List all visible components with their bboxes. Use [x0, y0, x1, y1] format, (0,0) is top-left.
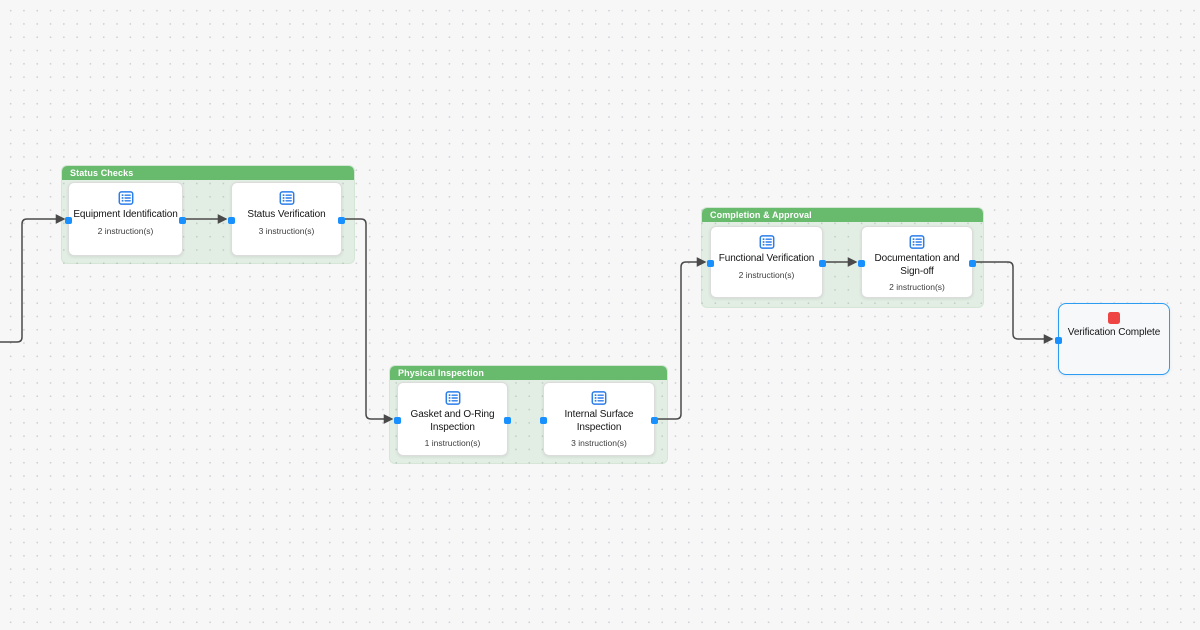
group-header[interactable]: Physical Inspection: [390, 366, 667, 380]
node-internal-surface-inspection[interactable]: Internal Surface Inspection 3 instruction…: [540, 382, 658, 456]
node-title: Status Verification: [247, 209, 326, 220]
node-title: Internal Surface Inspection: [564, 409, 634, 433]
node-subtitle: 3 instruction(s): [258, 225, 315, 236]
node-subtitle: 2 instruction(s): [738, 269, 795, 280]
handle-left[interactable]: [394, 416, 401, 424]
node-title: Equipment Identification: [73, 209, 178, 220]
node-title: Functional Verification: [718, 253, 815, 264]
list-details-icon: [118, 191, 133, 205]
red-square-icon: [1108, 312, 1120, 324]
list-details-icon: [591, 391, 607, 405]
list-details-icon: [279, 191, 294, 205]
handle-right[interactable]: [969, 259, 976, 267]
node-equipment-identification[interactable]: Equipment Identification 2 instruction(s): [65, 182, 186, 256]
handle-right[interactable]: [179, 216, 186, 224]
edge-internal-surface-inspection-to-functional-verification[interactable]: [657, 257, 707, 420]
node-gasket-o-ring-inspection[interactable]: Gasket and O-Ring Inspection 1 instructio…: [394, 382, 511, 456]
handle-left[interactable]: [540, 416, 547, 424]
node-title: Documentation and Sign-off: [874, 253, 960, 277]
handle-left[interactable]: [858, 259, 865, 267]
handle-right[interactable]: [819, 259, 826, 267]
handle-left[interactable]: [1055, 336, 1062, 344]
node-title: Verification Complete: [1067, 327, 1161, 338]
node-subtitle: 2 instruction(s): [97, 225, 154, 236]
group-header[interactable]: Status Checks: [62, 166, 354, 180]
edge-to-equipment-identification[interactable]: [0, 214, 66, 343]
handle-right[interactable]: [338, 216, 345, 224]
handle-right[interactable]: [651, 416, 658, 424]
group-header[interactable]: Completion & Approval: [702, 208, 983, 222]
list-details-icon: [759, 235, 774, 249]
list-details-icon: [445, 391, 460, 405]
node-title: Gasket and O-Ring Inspection: [410, 409, 495, 433]
node-functional-verification[interactable]: Functional Verification 2 instruction(s): [707, 226, 826, 298]
node-subtitle: 1 instruction(s): [424, 438, 481, 448]
handle-left[interactable]: [65, 216, 72, 224]
node-verification-complete[interactable]: Verification Complete: [1055, 303, 1170, 375]
node-subtitle: 3 instruction(s): [571, 438, 627, 448]
handle-left[interactable]: [707, 259, 714, 267]
node-subtitle: 2 instruction(s): [889, 282, 945, 292]
edge-documentation-sign-off-to-verification-complete[interactable]: [975, 261, 1054, 344]
node-status-verification[interactable]: Status Verification 3 instruction(s): [228, 182, 345, 256]
list-details-icon: [909, 235, 925, 249]
handle-right[interactable]: [504, 416, 511, 424]
handle-left[interactable]: [228, 216, 235, 224]
edge-status-verification-to-gasket-o-ring-inspection[interactable]: [345, 218, 394, 424]
node-documentation-sign-off[interactable]: Documentation and Sign-off 2 instruction(…: [858, 226, 976, 298]
